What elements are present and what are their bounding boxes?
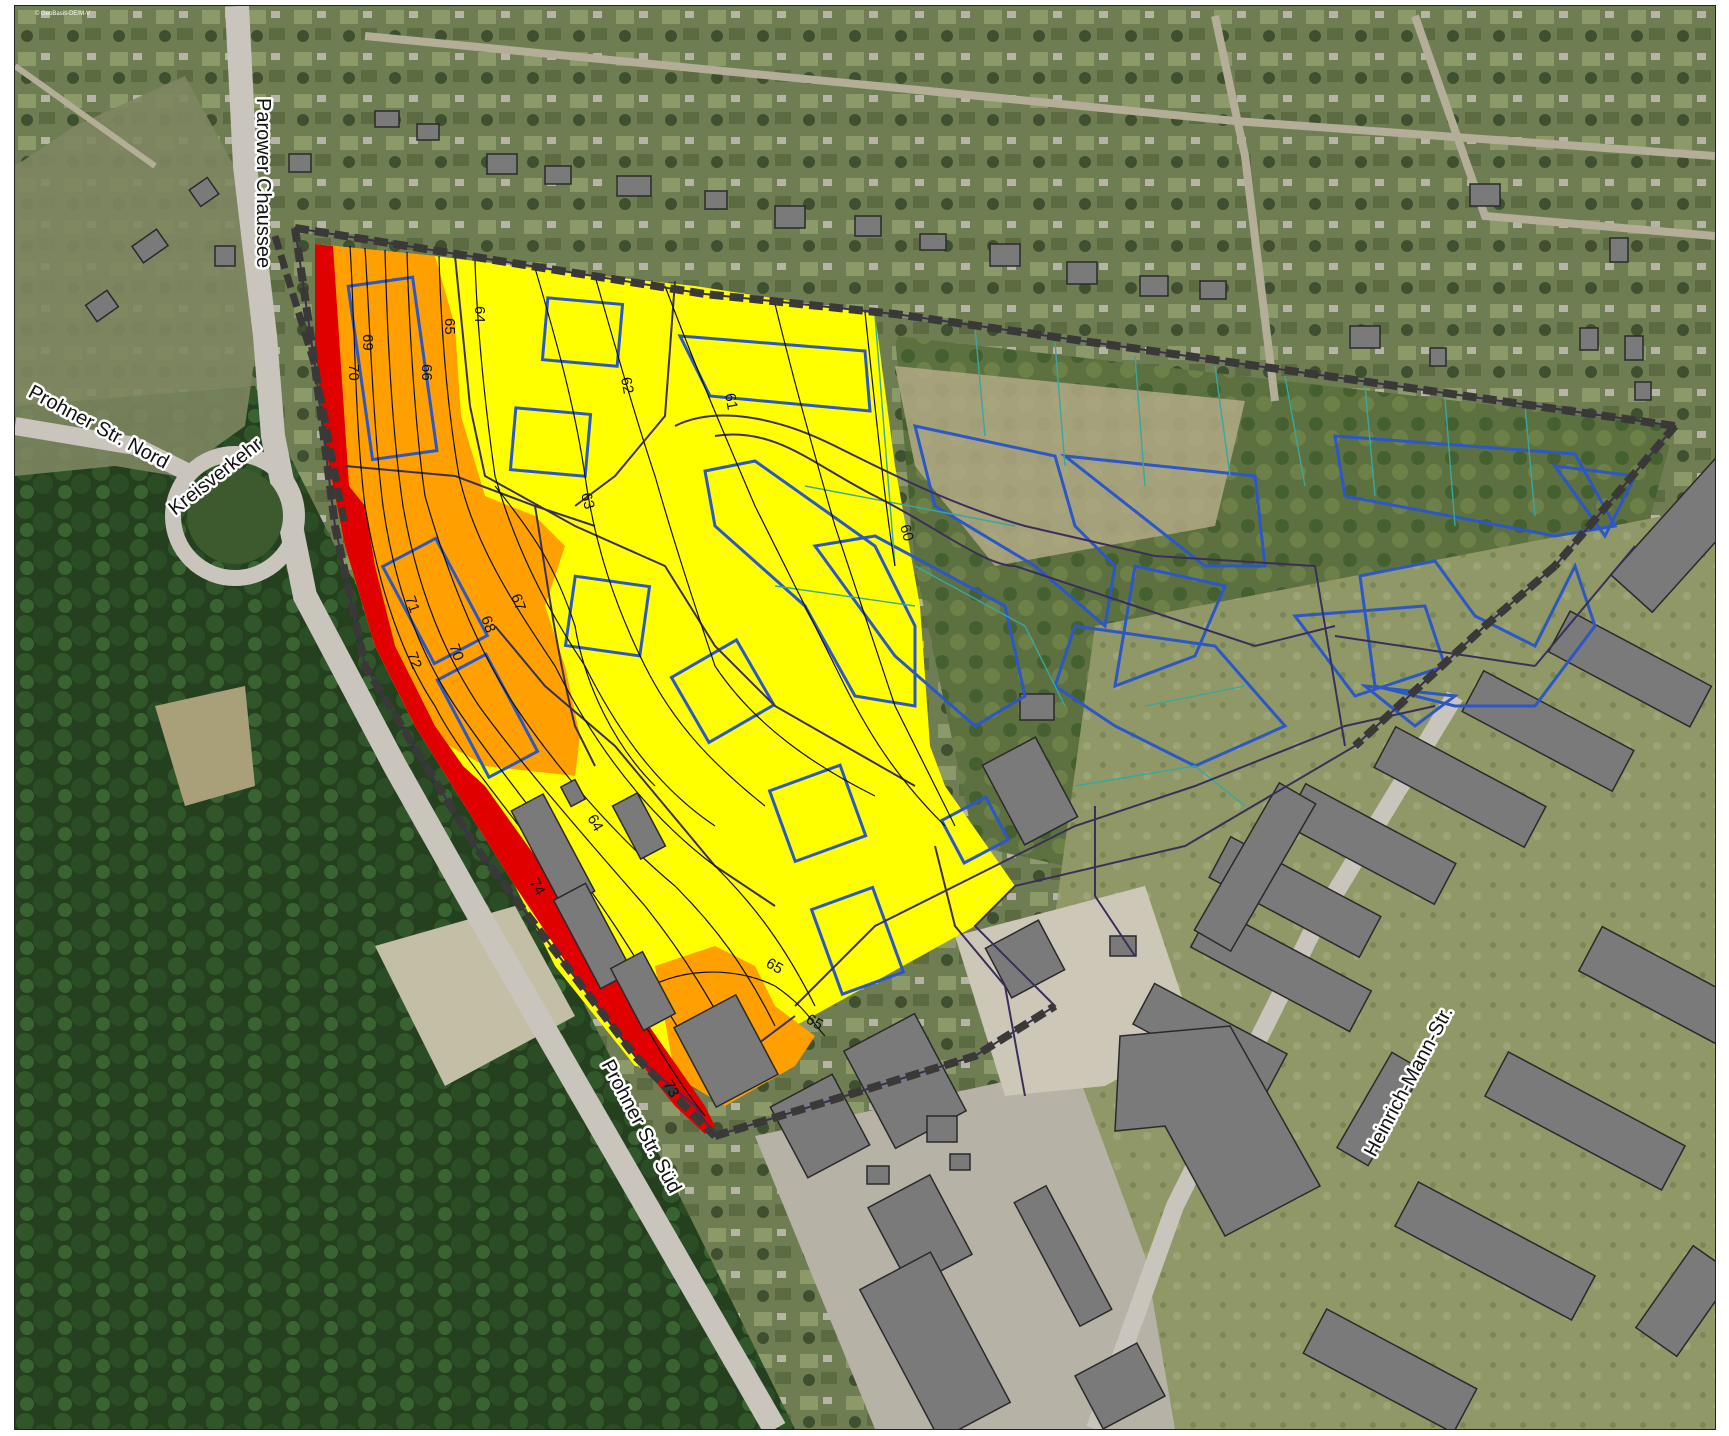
isoline-label-66: 66: [418, 364, 435, 381]
level-zone-low: [315, 244, 1015, 1076]
isoline-label-68: 68: [477, 614, 499, 635]
buildings-layer: [84, 110, 1715, 1429]
isoline-label-65c: 65: [803, 1011, 826, 1034]
isoline-label-65b: 65: [763, 955, 786, 978]
isoline-label-67: 67: [507, 592, 529, 613]
isoline-label-60: 60: [896, 523, 917, 544]
isoline-label-72: 72: [403, 650, 425, 671]
site-boundary: [271, 224, 1679, 1140]
map-frame: 69 70 66 65 64 62 61 63 60 67 68 71 72 7…: [14, 5, 1716, 1430]
site-buildings: [510, 778, 780, 1109]
isoline-label-73: 73: [660, 1078, 683, 1101]
isoline-label-74: 74: [526, 876, 549, 899]
isoline-label-70: 70: [345, 364, 362, 381]
street-label-parower-chaussee: Parower Chaussee: [252, 98, 274, 268]
road-outlines: [344, 255, 1636, 1097]
isoline-label-71: 71: [401, 594, 423, 615]
isoline-label-61: 61: [721, 392, 741, 411]
imagery-credit: © GeoBasis-DE/M-V: [35, 10, 90, 17]
isoline-labels: 69 70 66 65 64 62 61 63 60 67 68 71 72 7…: [345, 306, 917, 1100]
isoline-label-69: 69: [359, 334, 376, 351]
isoline-label-62: 62: [617, 376, 637, 395]
isoline-label-65: 65: [441, 318, 458, 335]
noise-map[interactable]: 69 70 66 65 64 62 61 63 60 67 68 71 72 7…: [15, 6, 1715, 1429]
isoline-label-70b: 70: [445, 642, 467, 663]
isoline-label-64: 64: [471, 306, 488, 323]
isoline-label-63: 63: [577, 491, 598, 512]
isoline-label-64b: 64: [584, 812, 607, 835]
parcel-lines: [774, 315, 1536, 807]
